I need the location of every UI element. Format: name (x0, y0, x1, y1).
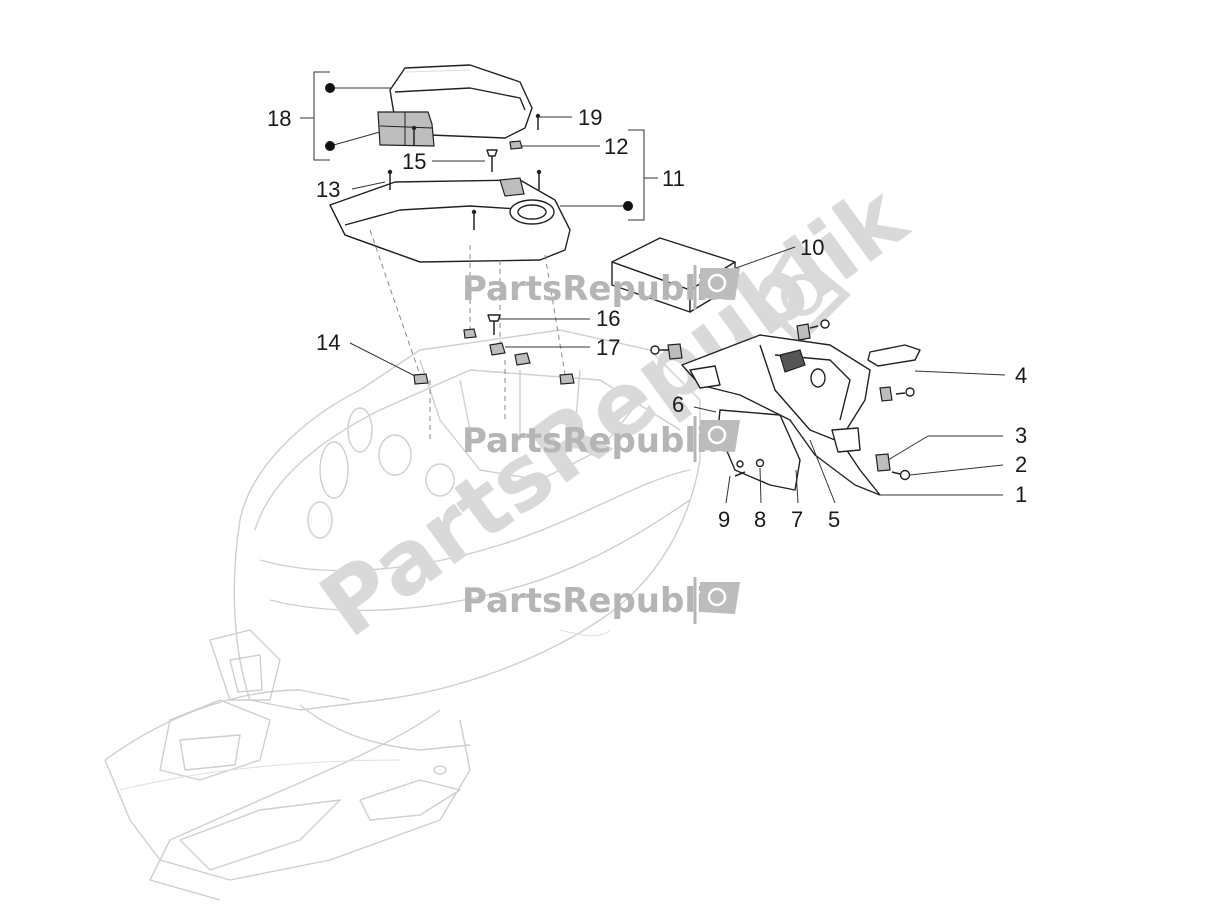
part-4-lamp (867, 344, 921, 367)
callout-6: 6 (672, 392, 684, 417)
part-11-tray (329, 177, 571, 263)
callout-16: 16 (596, 306, 620, 331)
callout-2: 2 (1015, 452, 1027, 477)
watermark-gear-icon (707, 273, 727, 293)
fasteners-top (387, 113, 542, 230)
callout-labels: 1 2 3 4 5 6 7 8 9 10 11 12 13 14 15 16 1… (267, 105, 1027, 532)
clips-middle (413, 314, 575, 385)
callout-9: 9 (718, 507, 730, 532)
callout-4: 4 (1015, 363, 1027, 388)
callout-15: 15 (402, 149, 426, 174)
callout-13: 13 (316, 177, 340, 202)
callout-7: 7 (791, 507, 803, 532)
watermark-gear-icon (707, 587, 727, 607)
part-18-cover (377, 64, 533, 147)
watermark-brand-text: PartsRepublik (462, 269, 732, 309)
watermark-gear-icon (707, 425, 727, 445)
callout-10: 10 (800, 235, 824, 260)
callout-17: 17 (596, 335, 620, 360)
leader-lines (300, 71, 1006, 504)
bracket-dots (325, 83, 633, 211)
watermark-logo-2: PartsRepublik (462, 416, 740, 462)
callout-11: 11 (662, 166, 685, 191)
callout-5: 5 (828, 507, 840, 532)
watermark-brand-text: PartsRepublik (462, 581, 732, 621)
callout-19: 19 (578, 105, 602, 130)
watermark-logo-3: PartsRepublik (462, 577, 740, 624)
watermark-flag-icon (700, 582, 740, 614)
part-1-mudguard (681, 334, 881, 496)
watermark-flag-icon (700, 420, 740, 452)
fasteners-right (650, 319, 915, 481)
callout-14: 14 (316, 330, 340, 355)
callout-1: 1 (1015, 482, 1027, 507)
watermark-brand-text: PartsRepublik (462, 421, 732, 461)
scooter-body-ghost (104, 329, 701, 901)
watermark-cog-icon (781, 274, 823, 316)
callout-8: 8 (754, 507, 766, 532)
callout-18: 18 (267, 106, 291, 131)
callout-12: 12 (604, 134, 628, 159)
watermark-logo-1: PartsRepublik (462, 265, 740, 310)
watermark-flag-icon (700, 268, 740, 300)
callout-3: 3 (1015, 423, 1027, 448)
assembly-guides (369, 229, 567, 440)
